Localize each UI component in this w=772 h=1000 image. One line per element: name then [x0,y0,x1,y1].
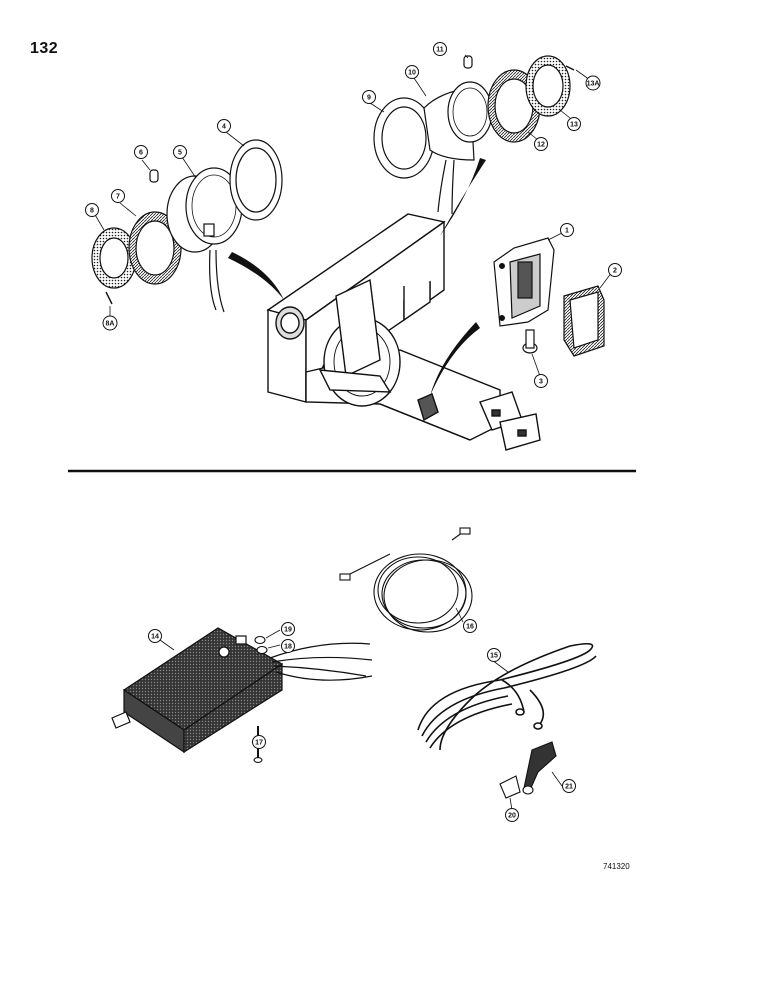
svg-text:5: 5 [178,150,182,157]
screw-left [105,291,113,305]
connectors [499,741,557,799]
svg-text:12: 12 [537,142,545,149]
svg-text:19: 19 [284,627,292,634]
svg-text:20: 20 [508,813,516,820]
antenna-coil [339,527,473,633]
svg-text:13: 13 [570,122,578,129]
callout-17: 17 [252,735,266,749]
left-lamp-group [91,139,283,313]
svg-text:3: 3 [539,379,543,386]
callout-2: 2 [608,263,622,277]
callout-19: 19 [281,622,295,636]
callout-8: 8 [85,203,99,217]
svg-text:18: 18 [284,644,292,651]
svg-text:11: 11 [436,47,444,54]
svg-text:1: 1 [565,228,569,235]
callout-4: 4 [217,119,231,133]
callout-11: 11 [433,42,447,56]
svg-text:14: 14 [151,634,159,641]
bulb-left [149,169,159,183]
callout-1: 1 [560,223,574,237]
svg-text:6: 6 [139,150,143,157]
callout-14: 14 [148,629,162,643]
svg-text:8: 8 [90,208,94,215]
svg-text:16: 16 [466,624,474,631]
bracket-group [493,237,605,357]
callout-21: 21 [562,779,576,793]
svg-text:13A: 13A [587,81,600,88]
svg-text:4: 4 [222,124,226,131]
screw-right [565,65,575,71]
svg-text:21: 21 [565,784,573,791]
washer [256,645,268,655]
callout-3: 3 [534,374,548,388]
figure-code: 741320 [603,862,630,871]
leader-arrows [228,158,486,396]
callout-6: 6 [134,145,148,159]
callouts: 1 2 3 4 5 6 7 8 8A 9 10 11 12 13 13A 14 … [85,42,622,822]
callout-5: 5 [173,145,187,159]
svg-text:2: 2 [613,268,617,275]
callout-9: 9 [362,90,376,104]
tractor-frame [266,213,541,451]
nut [254,635,266,645]
svg-text:17: 17 [255,740,263,747]
terminal-lug [523,741,557,791]
callout-15: 15 [487,648,501,662]
callout-13a: 13A [585,75,601,91]
callout-10: 10 [405,65,419,79]
svg-text:9: 9 [367,95,371,102]
radio-unit [111,627,373,754]
svg-text:15: 15 [490,653,498,660]
svg-text:7: 7 [116,194,120,201]
callout-13: 13 [567,117,581,131]
wire-nut [499,775,521,799]
callout-7: 7 [111,189,125,203]
svg-text:8A: 8A [106,321,115,328]
callout-leaders [93,54,613,811]
callout-8a: 8A [102,315,118,331]
callout-16: 16 [463,619,477,633]
bulb-right [463,55,473,69]
callout-20: 20 [505,808,519,822]
power-cable [417,642,597,751]
callout-18: 18 [281,639,295,653]
svg-text:10: 10 [408,70,416,77]
page-number: 132 [30,40,59,57]
right-lamp-group [373,55,575,215]
callout-12: 12 [534,137,548,151]
